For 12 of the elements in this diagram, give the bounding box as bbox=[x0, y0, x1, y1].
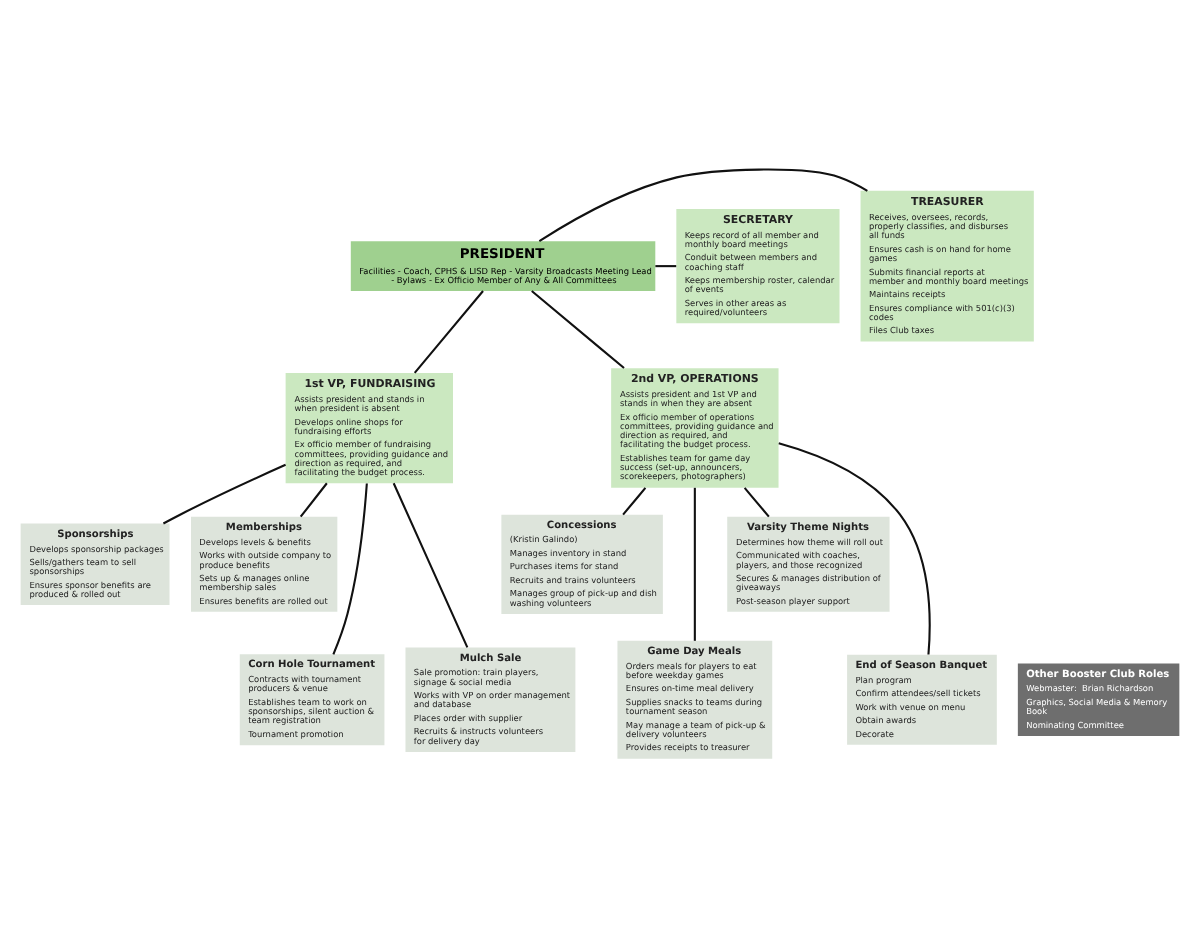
connector bbox=[332, 483, 368, 655]
connector bbox=[538, 168, 868, 242]
connector bbox=[743, 487, 770, 518]
connector bbox=[413, 290, 484, 374]
connector bbox=[531, 290, 625, 369]
connector bbox=[162, 463, 286, 525]
connector bbox=[693, 487, 696, 641]
connector bbox=[655, 265, 677, 268]
connector bbox=[622, 487, 647, 516]
connector bbox=[299, 482, 328, 518]
connector bbox=[778, 442, 931, 655]
connector bbox=[392, 482, 469, 648]
